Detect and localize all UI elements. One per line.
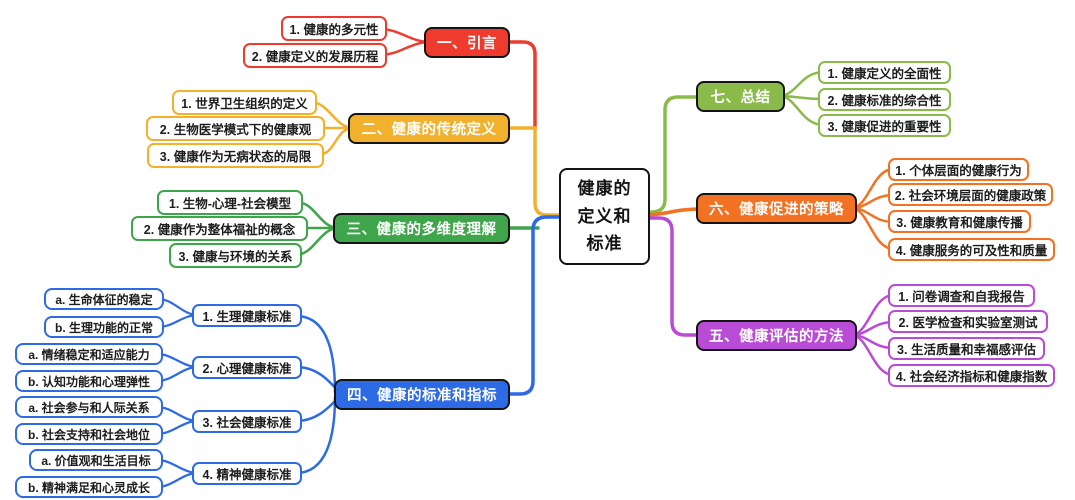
topic-assessment-sub-3[interactable]: 3. 生活质量和幸福感评估: [888, 337, 1045, 360]
topic-summary-sub-2[interactable]: 2. 健康标准的综合性: [818, 88, 951, 111]
link-intro-sub-2: [378, 40, 432, 57]
psychological-detail-b[interactable]: b. 认知功能和心理弹性: [15, 370, 163, 392]
physiological-detail-a[interactable]: a. 生命体征的稳定: [44, 288, 164, 310]
link-standards-sub-3: [294, 395, 341, 423]
topic-traditional-definition[interactable]: 二、健康的传统定义: [348, 113, 510, 144]
topic-traditional-sub-1[interactable]: 1. 世界卫生组织的定义: [172, 90, 317, 115]
topic-multidimensional-sub-1[interactable]: 1. 生物-心理-社会模型: [157, 190, 303, 215]
topic-intro[interactable]: 一、引言: [424, 27, 510, 58]
topic-assessment-methods[interactable]: 五、健康评估的方法: [696, 320, 857, 351]
link-branch-summary: [642, 95, 704, 214]
social-detail-a[interactable]: a. 社会参与和人际关系: [15, 396, 163, 418]
topic-summary[interactable]: 七、总结: [696, 81, 785, 112]
topic-promotion-sub-2[interactable]: 2. 社会环境层面的健康政策: [888, 183, 1053, 206]
topic-promotion-sub-1[interactable]: 1. 个体层面的健康行为: [888, 158, 1029, 181]
topic-intro-sub-1[interactable]: 1. 健康的多元性: [281, 16, 387, 41]
link-branch-assessment: [642, 216, 704, 337]
link-branch-standards: [502, 215, 567, 396]
link-intro-sub-1: [378, 27, 432, 44]
social-detail-b[interactable]: b. 社会支持和社会地位: [15, 423, 163, 445]
link-branch-intro: [502, 40, 537, 131]
topic-standards-social[interactable]: 3. 社会健康标准: [192, 410, 302, 433]
topic-assessment-sub-1[interactable]: 1. 问卷调查和自我报告: [888, 284, 1035, 307]
topic-intro-sub-2[interactable]: 2. 健康定义的发展历程: [243, 43, 387, 68]
topic-standards-indicators[interactable]: 四、健康的标准和指标: [334, 379, 510, 410]
central-topic[interactable]: 健康的 定义和 标准: [559, 168, 650, 265]
topic-promotion-strategies[interactable]: 六、健康促进的策略: [696, 193, 857, 224]
topic-traditional-sub-3[interactable]: 3. 健康作为无病状态的局限: [147, 143, 324, 168]
topic-multidimensional-sub-3[interactable]: 3. 健康与环境的关系: [169, 243, 302, 268]
psychological-detail-a[interactable]: a. 情绪稳定和适应能力: [15, 343, 163, 365]
topic-multidimensional-sub-2[interactable]: 2. 健康作为整体福祉的概念: [131, 216, 308, 241]
topic-assessment-sub-4[interactable]: 4. 社会经济指标和健康指数: [888, 364, 1055, 387]
topic-standards-psychological[interactable]: 2. 心理健康标准: [192, 356, 302, 379]
topic-promotion-sub-3[interactable]: 3. 健康教育和健康传播: [888, 210, 1031, 233]
topic-summary-sub-3[interactable]: 3. 健康促进的重要性: [818, 114, 951, 137]
topic-summary-sub-1[interactable]: 1. 健康定义的全面性: [818, 61, 951, 84]
physiological-detail-b[interactable]: b. 生理功能的正常: [44, 316, 164, 338]
link-standards-sub-1: [294, 314, 337, 394]
topic-standards-physiological[interactable]: 1. 生理健康标准: [192, 304, 302, 327]
topic-standards-spiritual[interactable]: 4. 精神健康标准: [192, 462, 302, 485]
topic-promotion-sub-4[interactable]: 4. 健康服务的可及性和质量: [888, 238, 1055, 261]
spiritual-detail-a[interactable]: a. 价值观和生活目标: [29, 449, 163, 471]
link-branch-traditional: [502, 126, 567, 217]
link-standards-sub-4: [294, 395, 337, 475]
spiritual-detail-b[interactable]: b. 精神满足和心灵成长: [15, 476, 163, 498]
topic-multidimensional-understanding[interactable]: 三、健康的多维度理解: [333, 213, 510, 244]
link-standards-sub-2: [294, 365, 341, 394]
topic-assessment-sub-2[interactable]: 2. 医学检查和实验室测试: [888, 310, 1048, 333]
topic-traditional-sub-2[interactable]: 2. 生物医学模式下的健康观: [146, 116, 325, 141]
